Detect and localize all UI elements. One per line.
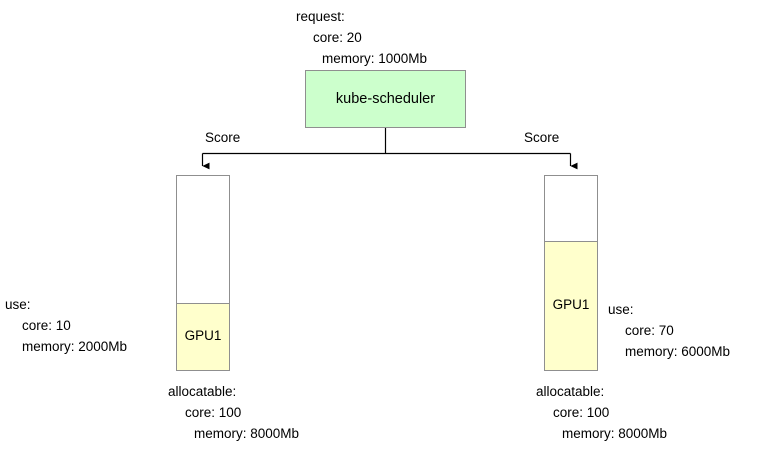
node-bar-right-label: GPU1 [552, 296, 590, 312]
node-right-use-block: use: core: 70 memory: 6000Mb [608, 299, 730, 362]
request-spec-block: request: core: 20 memory: 1000Mb [296, 6, 427, 69]
node-bar-left-label: GPU1 [184, 327, 222, 343]
request-title: request: [296, 9, 345, 24]
node-left-use-title: use: [5, 297, 31, 312]
node-left-use-block: use: core: 10 memory: 2000Mb [5, 294, 127, 357]
kube-scheduler-label: kube-scheduler [335, 91, 436, 107]
node-right-allocatable-core: core: 100 [553, 405, 610, 420]
kube-scheduler-box[interactable]: kube-scheduler [305, 70, 466, 128]
node-left-allocatable-memory: memory: 8000Mb [194, 426, 300, 441]
node-left-use-memory: memory: 2000Mb [22, 339, 128, 354]
edge-label-score-right: Score [524, 130, 560, 145]
node-left-allocatable-title: allocatable: [168, 384, 237, 399]
node-right-use-core: core: 70 [625, 323, 674, 338]
node-bar-right-used-fill [545, 241, 597, 370]
node-left-allocatable-block: allocatable: core: 100 memory: 8000Mb [168, 381, 299, 444]
node-right-allocatable-memory: memory: 8000Mb [562, 426, 668, 441]
node-left-use-core: core: 10 [22, 318, 71, 333]
node-right-use-title: use: [608, 302, 634, 317]
request-memory: memory: 1000Mb [322, 51, 428, 66]
request-core: core: 20 [313, 30, 362, 45]
node-right-use-memory: memory: 6000Mb [625, 344, 731, 359]
node-bar-left-used-fill [177, 303, 229, 370]
node-right-allocatable-block: allocatable: core: 100 memory: 8000Mb [536, 381, 667, 444]
edge-label-score-left: Score [205, 130, 241, 145]
node-bar-left[interactable]: GPU1 [176, 175, 230, 371]
node-right-allocatable-title: allocatable: [536, 384, 605, 399]
node-left-allocatable-core: core: 100 [185, 405, 242, 420]
node-bar-right[interactable]: GPU1 [544, 175, 598, 371]
